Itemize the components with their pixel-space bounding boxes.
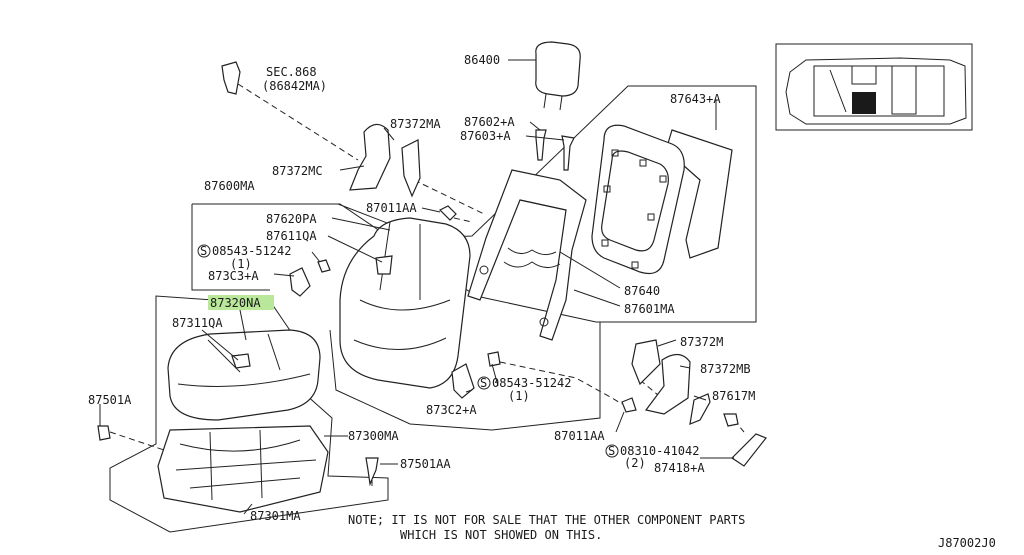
screw-symbol-top: S	[200, 244, 207, 258]
label-87601ma[interactable]: 87601MA	[624, 302, 675, 316]
back-frame-part	[467, 169, 587, 341]
label-87300ma[interactable]: 87300MA	[348, 429, 399, 443]
label-87418a[interactable]: 87418+A	[654, 461, 705, 475]
trim-clip-87611qa-icon	[375, 255, 393, 275]
label-08310-qty: (2)	[624, 456, 646, 470]
label-87640[interactable]: 87640	[624, 284, 660, 298]
label-87372ma[interactable]: 87372MA	[390, 117, 441, 131]
screw-87011aa-bottom-icon	[621, 397, 637, 413]
screw-symbol-icon	[197, 244, 211, 258]
label-873c3a[interactable]: 873C3+A	[208, 269, 259, 283]
bolt-87501aa-icon	[365, 457, 379, 487]
note-line-1: NOTE; IT IS NOT FOR SALE THAT THE OTHER …	[348, 513, 745, 527]
side-cover-87372ma-part	[401, 139, 421, 198]
bolt-87603-icon	[561, 135, 575, 171]
label-87501a[interactable]: 87501A	[88, 393, 132, 407]
label-87620pa[interactable]: 87620PA	[266, 212, 317, 226]
label-87643a[interactable]: 87643+A	[670, 92, 721, 106]
label-08543-top[interactable]: 08543-51242	[212, 244, 291, 258]
back-board-part	[591, 124, 733, 275]
note-line-2: WHICH IS NOT SHOWED ON THIS.	[400, 528, 602, 542]
bolt-87602-icon	[535, 129, 547, 161]
label-87372m[interactable]: 87372M	[680, 335, 723, 349]
lever-87617m-part	[689, 393, 711, 425]
label-08543-top-qty: (1)	[230, 257, 252, 271]
diagram-code: J87002J0	[938, 536, 996, 550]
label-86400[interactable]: 86400	[464, 53, 500, 67]
screw-08543-bottom-icon	[487, 351, 501, 367]
sec868-part-icon	[221, 61, 241, 95]
label-87603a[interactable]: 87603+A	[460, 129, 511, 143]
screw-symbol-icon	[605, 444, 619, 458]
label-87301ma[interactable]: 87301MA	[250, 509, 301, 523]
label-87602a[interactable]: 87602+A	[464, 115, 515, 129]
side-cover-87372mb-part	[644, 353, 691, 415]
screw-87011aa-top-icon	[438, 205, 457, 221]
headrest-part	[535, 41, 581, 111]
label-08543-bottom[interactable]: 08543-51242	[492, 376, 571, 390]
seat-cushion-pad-part	[167, 329, 321, 421]
seat-back-pad-part	[339, 217, 471, 389]
bolt-87501a-icon	[97, 425, 111, 441]
bracket-873c2-icon	[451, 363, 475, 399]
vehicle-locator-icon	[775, 43, 973, 131]
label-sec868[interactable]: SEC.868	[266, 65, 317, 79]
screw-08310-icon	[723, 413, 739, 427]
label-87320na[interactable]: 87320NA	[210, 296, 261, 310]
label-08310[interactable]: 08310-41042	[620, 444, 699, 458]
label-87011aa-bottom[interactable]: 87011AA	[554, 429, 605, 443]
side-cover-87372mc-part	[349, 123, 391, 191]
label-87372mc[interactable]: 87372MC	[272, 164, 323, 178]
side-cover-87372m-part	[631, 339, 661, 386]
screw-symbol-icon	[477, 376, 491, 390]
label-873c2a[interactable]: 873C2+A	[426, 403, 477, 417]
label-87617m[interactable]: 87617M	[712, 389, 755, 403]
label-sec868-sub: (86842MA)	[262, 79, 327, 93]
part-highlight	[208, 295, 274, 310]
screw-symbol-mid: S	[480, 376, 487, 390]
label-87011aa-top[interactable]: 87011AA	[366, 201, 417, 215]
strap-87418a-part	[731, 433, 767, 467]
screw-symbol-bottom: S	[608, 444, 615, 458]
bracket-873c3-icon	[289, 267, 311, 297]
label-87372mb[interactable]: 87372MB	[700, 362, 751, 376]
seat-frame-part	[157, 425, 329, 513]
frame-bracket-outline	[329, 322, 601, 431]
screw-08543-top-icon	[317, 259, 331, 273]
label-08543-bottom-qty: (1)	[508, 389, 530, 403]
label-87501aa[interactable]: 87501AA	[400, 457, 451, 471]
label-87600ma[interactable]: 87600MA	[204, 179, 255, 193]
label-87611qa[interactable]: 87611QA	[266, 229, 317, 243]
label-87311qa[interactable]: 87311QA	[172, 316, 223, 330]
